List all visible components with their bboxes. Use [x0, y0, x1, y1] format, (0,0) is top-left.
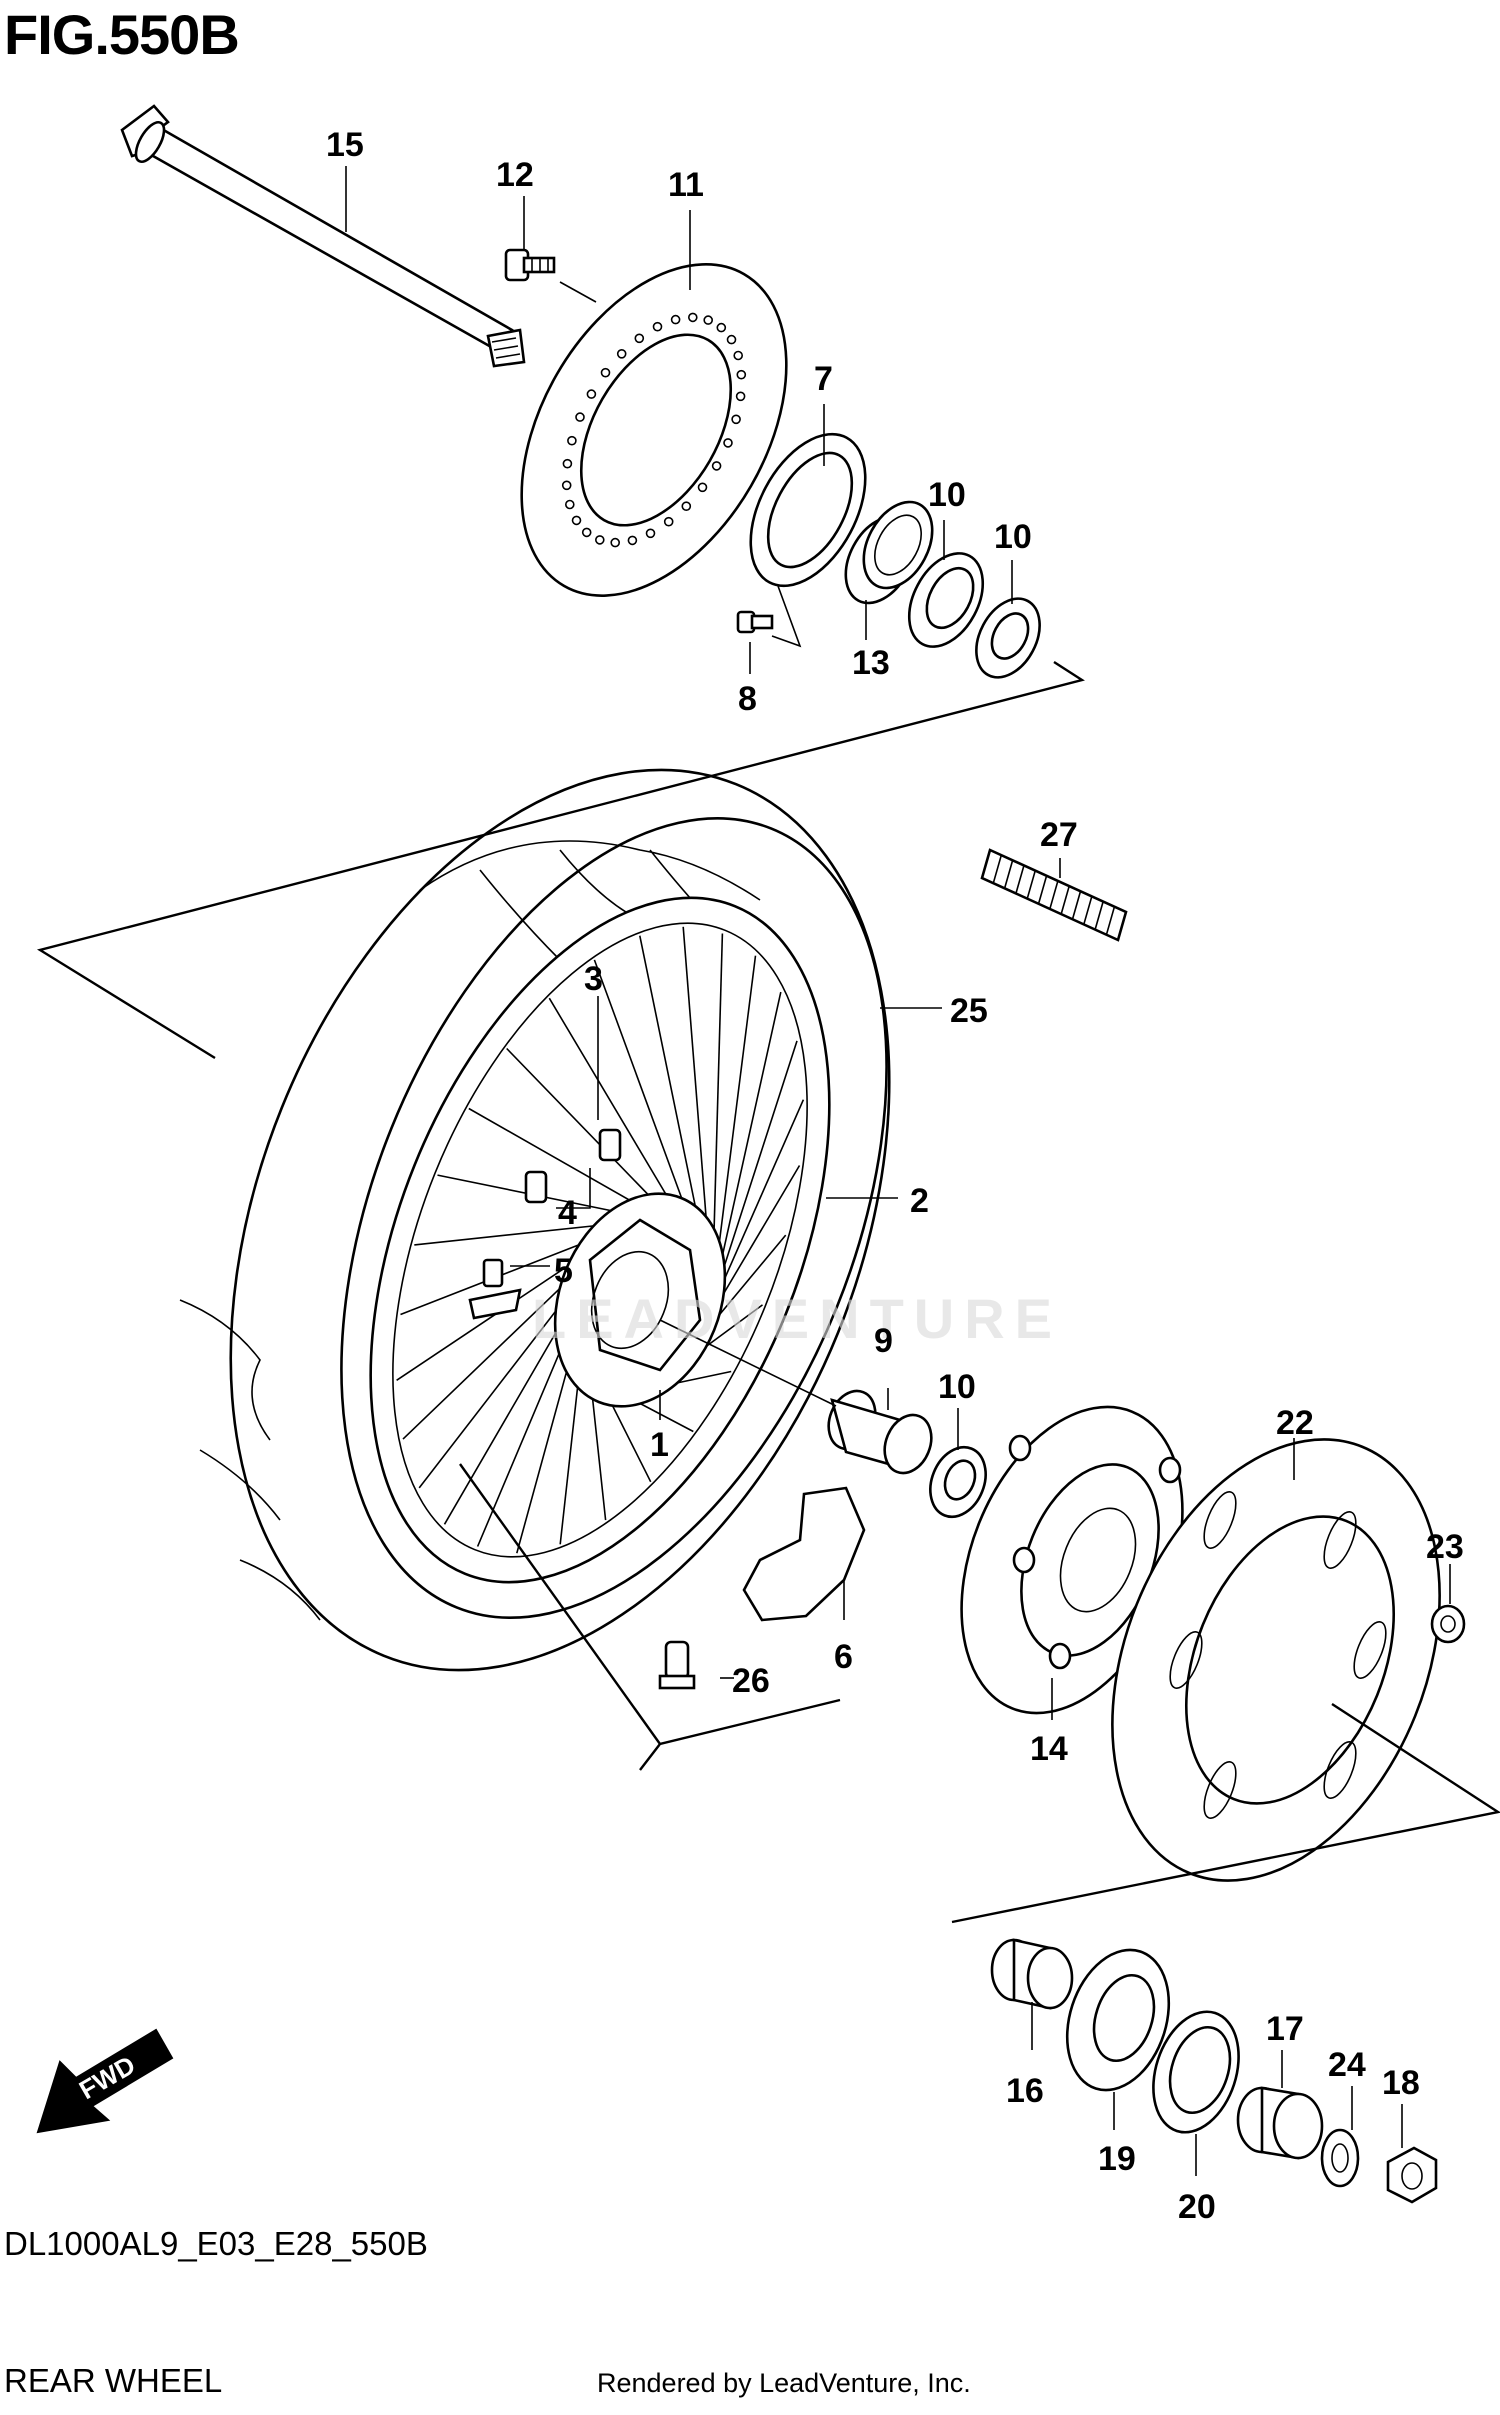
callout-23: 23 [1426, 1528, 1464, 1566]
callout-4: 4 [558, 1194, 577, 1232]
hub-part-1[interactable] [525, 1168, 756, 1432]
callout-8: 8 [738, 680, 757, 718]
axle-part-16[interactable] [120, 104, 526, 368]
callout-19: 18 [1382, 2064, 1420, 2102]
callout-21: 20 [1178, 2188, 1216, 2226]
forward-direction-arrow: FWD [36, 2028, 174, 2134]
air-valve-part-26[interactable] [658, 1640, 696, 1690]
callout-26: 26 [732, 1662, 770, 1700]
callout-14: 13 [852, 644, 890, 682]
leader-lines [345, 166, 1451, 2176]
bearing-part-10-upper[interactable] [964, 588, 1053, 688]
washer-part-24[interactable] [1320, 2128, 1360, 2188]
figure-title: FIG.550B [4, 3, 240, 66]
rear-sprocket-part-22[interactable] [1051, 1391, 1500, 1930]
callout-15: 14 [1030, 1730, 1068, 1768]
bolt-part-8[interactable] [736, 610, 774, 634]
watermark-text: LEADVENTURE [532, 1287, 1062, 1350]
callout-18: 17 [1266, 2010, 1304, 2048]
screw-part-5[interactable] [468, 1258, 522, 1320]
callout-7: 7 [814, 360, 833, 398]
balance-weight-part-27[interactable] [980, 848, 1128, 942]
oil-seal-part-21[interactable] [1139, 2001, 1253, 2144]
callout-9: 9 [874, 1322, 893, 1360]
bearing-part-10-lower[interactable] [920, 1439, 995, 1525]
callout-13: 12 [496, 156, 534, 194]
oil-seal-part-11[interactable] [894, 541, 997, 659]
callout-10-lower: 10 [938, 1368, 976, 1406]
bush-part-17[interactable] [990, 1938, 1074, 2010]
callout-25: 25 [950, 992, 988, 1030]
render-credit: Rendered by LeadVenture, Inc. [597, 2368, 971, 2398]
callout-10-upper: 10 [994, 518, 1032, 556]
callout-11: 10 [928, 476, 966, 514]
callout-16: 15 [326, 126, 364, 164]
nut-part-23[interactable] [1430, 1604, 1466, 1644]
model-code: DL1000AL9_E03_E28_550B [4, 2225, 428, 2262]
callout-12: 11 [668, 166, 704, 204]
section-name: REAR WHEEL [4, 2362, 223, 2399]
callout-17: 16 [1006, 2072, 1044, 2110]
group-lines [36, 660, 1500, 1924]
damper-part-6[interactable] [742, 1486, 866, 1622]
callout-24: 24 [1328, 2046, 1366, 2084]
callout-3: 3 [584, 960, 603, 998]
bolt-part-13[interactable] [504, 248, 556, 282]
nut-part-19[interactable] [1386, 2146, 1438, 2204]
spoke-nipple-part-4[interactable] [524, 1128, 622, 1204]
callout-20: 19 [1098, 2140, 1136, 2178]
bearing-part-20[interactable] [1050, 1937, 1186, 2104]
callout-labels: 15 12 11 7 10 10 13 8 27 25 3 2 4 5 9 10… [326, 126, 1464, 2226]
spacer-part-9[interactable] [820, 1384, 939, 1480]
callout-1: 1 [650, 1426, 669, 1464]
spacer-part-18[interactable] [1236, 2086, 1324, 2160]
callout-2: 2 [910, 1182, 929, 1220]
brake-disc-part-12[interactable] [467, 218, 841, 642]
callout-6: 6 [834, 1638, 853, 1676]
spacer-part-14[interactable] [832, 490, 946, 614]
sensor-ring-part-7[interactable] [727, 415, 889, 605]
callout-5: 5 [554, 1252, 573, 1290]
callout-22: 22 [1276, 1404, 1314, 1442]
callout-27: 27 [1040, 816, 1078, 854]
